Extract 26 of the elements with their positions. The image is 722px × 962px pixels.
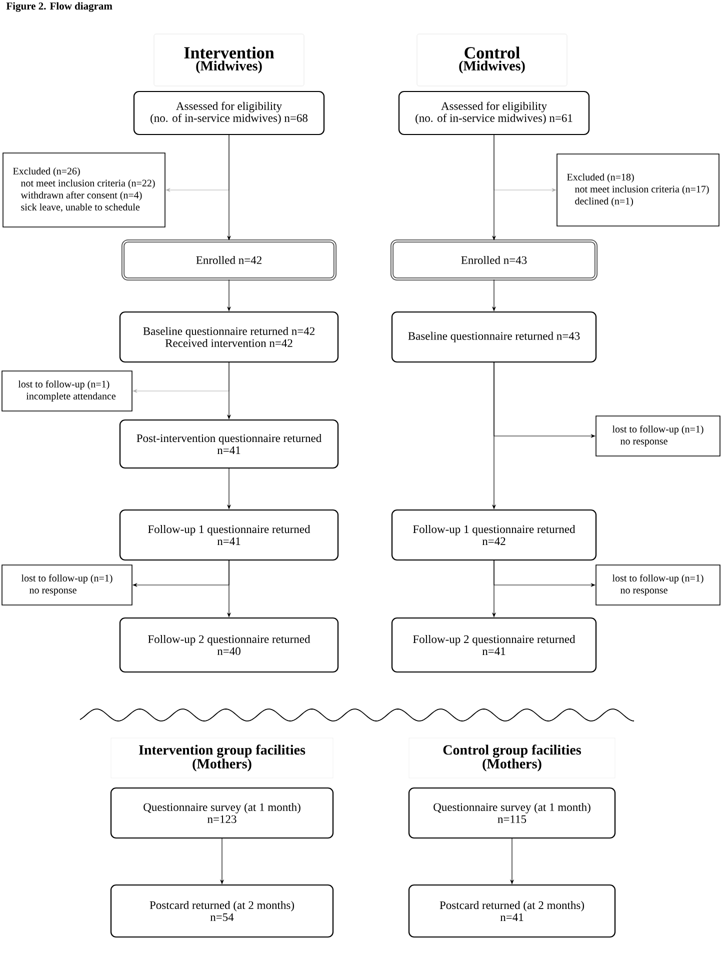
exclusion-box: lost to follow-up (n=1) incomplete attendance [2, 370, 132, 412]
process-box: Post-intervention questionnaire returned n=41 [119, 419, 339, 469]
group-heading: Control group facilities (Mothers) [408, 738, 616, 778]
process-box: Assessed for eligibility (no. of in-service midwives) n=61 [398, 90, 590, 136]
group-heading: Intervention group facilities (Mothers) [110, 738, 334, 778]
process-box: Follow-up 1 questionnaire returned n=42 [391, 509, 597, 561]
group-heading: Intervention (Midwives) [154, 34, 304, 86]
process-box: Postcard returned (at 2 months) n=54 [110, 884, 334, 938]
process-box: Questionnaire survey (at 1 month) n=115 [408, 787, 616, 839]
process-box: Baseline questionnaire returned n=42 Received intervention n=42 [119, 311, 339, 363]
group-heading: Control (Midwives) [416, 34, 568, 86]
process-box: Follow-up 2 questionnaire returned n=40 [119, 617, 339, 673]
process-box: Baseline questionnaire returned n=43 [391, 311, 597, 363]
enrollment-box: Enrolled n=43 [390, 240, 598, 280]
enrollment-box: Enrolled n=42 [122, 240, 336, 280]
process-box: Postcard returned (at 2 months) n=41 [408, 884, 616, 938]
figure-title: Figure 2. Flow diagram [6, 2, 112, 12]
process-box: Questionnaire survey (at 1 month) n=123 [110, 787, 334, 839]
exclusion-box: Excluded (n=18) not meet inclusion criteria (n=17) declined (n=1) [556, 154, 720, 226]
exclusion-box: Excluded (n=26) not meet inclusion criteria (n=22) withdrawn after consent (n=4) sick leave, unable to schedule [2, 152, 166, 228]
process-box: Follow-up 1 questionnaire returned n=41 [119, 509, 339, 561]
process-box: Follow-up 2 questionnaire returned n=41 [391, 617, 597, 673]
exclusion-box: lost to follow-up (n=1) no response [596, 416, 720, 456]
process-box: Assessed for eligibility (no. of in-service midwives) n=68 [133, 90, 325, 136]
exclusion-box: lost to follow-up (n=1) no response [2, 564, 132, 606]
exclusion-box: lost to follow-up (n=1) no response [596, 564, 720, 606]
